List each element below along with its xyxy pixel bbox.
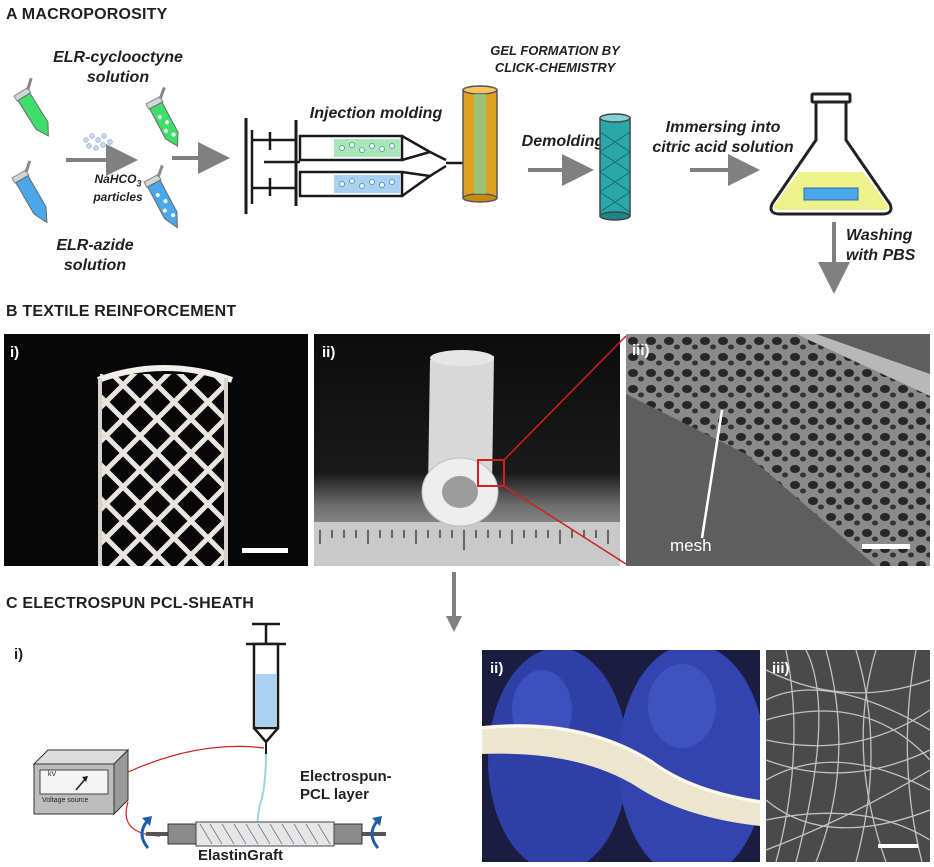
nahco3-particles [83,133,113,151]
panel-b-ii-graft-photo: ii) [314,334,620,566]
section-b-heading: B TEXTILE REINFORCEMENT [6,303,237,320]
syringe-gel-bottom [334,175,400,193]
scale-bar [862,544,910,549]
teal-scaffold-cylinder [599,113,631,221]
electrospinning-setup [32,622,386,849]
erlenmeyer-flask [769,92,893,216]
panel-b-i-label: i) [10,344,20,361]
washing-label: Washing with PBS [846,227,916,264]
rotation-arrow-left-icon [140,816,152,849]
rotation-arrow-right-icon [370,816,382,849]
panel-c-ii-label: ii) [490,660,504,677]
electrospun-layer-label: Electrospun-PCL layer [300,768,392,803]
rotating-collector [146,821,386,847]
green-tube-particles [145,86,179,148]
panel-b-iii-sem: iii) mesh [626,334,930,566]
demolding-label: Demolding [521,133,605,150]
gold-mold-cylinder [462,85,498,203]
scale-bar [242,548,288,553]
electrospin-syringe [246,622,286,754]
graft-tube-image [314,350,620,566]
braided-mesh-image [96,365,288,566]
panel-b-ii-label: ii) [322,344,336,361]
panel-c-iii-label: iii) [772,660,790,677]
green-tube-empty [13,77,49,137]
panel-b-i-braided-mesh: i) [4,334,308,566]
gel-formation-label: GEL FORMATION BY CLICK-CHEMISTRY [490,43,620,75]
panel-c-i-label: i) [14,646,24,663]
injection-molding-label: Injection molding [309,105,443,122]
panel-c-ii-glove-photo: ii) [482,650,760,862]
glove-graft-image [482,650,760,862]
voltage-source-label: Voltage source [42,797,89,804]
section-a-heading: A MACROPOROSITY [6,6,168,23]
arrow-b-to-c [446,572,462,632]
voltage-source-box [32,748,130,816]
section-c-heading: C ELECTROSPUN PCL-SHEATH [6,595,255,612]
elr-azide-label: ELR-azide solution [56,237,134,274]
zoom-box [477,459,505,487]
wire-to-needle [127,745,265,773]
elastingraft-label: ElastinGraft [198,847,284,864]
blue-tube-empty [11,160,48,224]
scale-bar [878,844,918,848]
macroporosity-diagram [11,77,893,294]
syringe-gel-top [334,139,400,157]
mesh-label: mesh [670,536,712,555]
immersing-label: Immersing into citric acid solution [652,119,794,156]
blue-tube-particles [143,164,178,229]
sem-cross-section-image [626,334,930,566]
elr-cyclooctyne-label: ELR-cyclooctyne solution [53,49,183,86]
kv-label: kV [48,771,57,778]
panel-c-iii-fiber-sem: iii) [766,650,930,862]
panel-b-iii-label: iii) [632,342,650,359]
fiber-sem-image [766,650,930,862]
